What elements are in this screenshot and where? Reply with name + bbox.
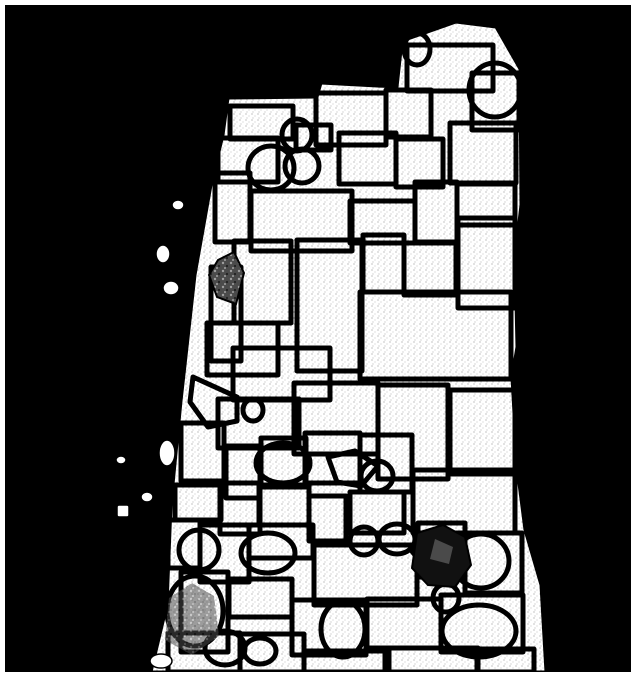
dark-texture-patch	[207, 250, 246, 306]
loose-fragments	[115, 199, 185, 669]
stone-joints	[164, 30, 537, 672]
gray-texture-patch	[165, 583, 219, 655]
dark-texture-patch	[430, 539, 453, 564]
stone-wall-mask	[5, 5, 631, 672]
